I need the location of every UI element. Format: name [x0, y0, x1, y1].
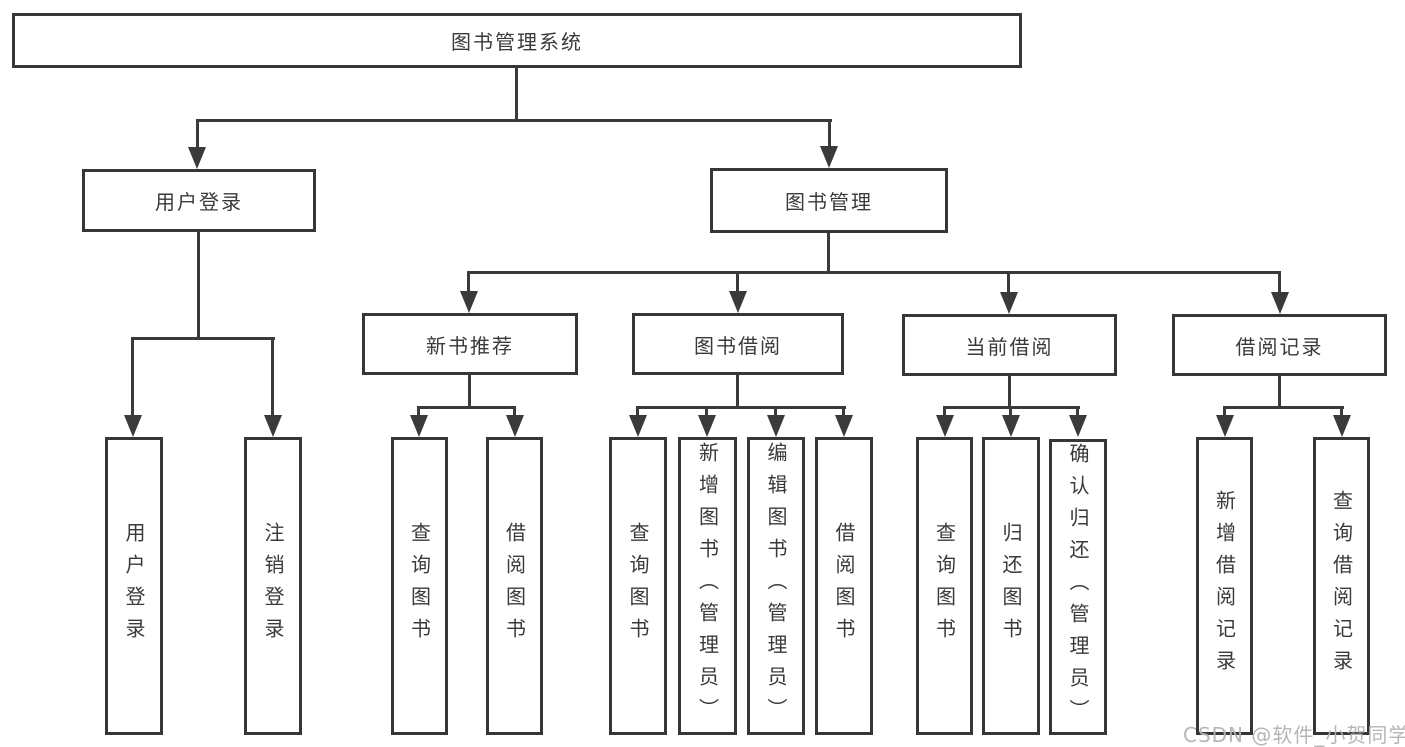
- arrowhead-down: [460, 291, 478, 313]
- node-current-borrowing: 当前借阅: [902, 314, 1117, 376]
- leaf-add-books-admin: 新增图书（管理员）: [678, 437, 737, 735]
- node-label: 当前借阅: [965, 334, 1054, 359]
- arrowhead-down: [936, 415, 954, 437]
- connector-line: [196, 119, 832, 122]
- node-book-management: 图书管理: [710, 168, 948, 233]
- connector-line: [467, 271, 1281, 274]
- arrowhead-down: [835, 415, 853, 437]
- arrowhead-down: [1333, 415, 1351, 437]
- node-label: 新书推荐: [426, 333, 514, 358]
- connector-line: [842, 406, 845, 415]
- node-label: 用户登录: [155, 190, 243, 214]
- leaf-query-books-current: 查询图书: [916, 437, 973, 735]
- node-user-login: 用户登录: [82, 169, 316, 232]
- leaf-query-borrow-record: 查询借阅记录: [1313, 437, 1370, 735]
- connector-line: [513, 406, 516, 415]
- arrowhead-down: [1069, 415, 1087, 437]
- node-label: 图书借阅: [694, 333, 782, 358]
- connector-line: [131, 337, 134, 415]
- node-label: 编辑图书（管理员）: [764, 442, 788, 730]
- connector-line: [1007, 271, 1010, 292]
- arrowhead-down: [1000, 292, 1018, 314]
- connector-line: [271, 337, 274, 415]
- arrowhead-down: [124, 415, 142, 437]
- node-label: 归还图书: [999, 522, 1023, 650]
- arrowhead-down: [1271, 292, 1289, 314]
- connector-line: [417, 406, 516, 409]
- node-borrowing-records: 借阅记录: [1172, 314, 1387, 376]
- node-label: 新增借阅记录: [1212, 490, 1237, 682]
- leaf-borrow-books-recommend: 借阅图书: [486, 437, 543, 735]
- connector-line: [774, 406, 777, 415]
- leaf-add-borrow-record: 新增借阅记录: [1196, 437, 1253, 735]
- leaf-user-login: 用户登录: [105, 437, 163, 735]
- leaf-query-books-recommend: 查询图书: [391, 437, 448, 735]
- arrowhead-down: [1216, 415, 1234, 437]
- node-label: 确认归还（管理员）: [1066, 443, 1090, 731]
- arrowhead-down: [629, 415, 647, 437]
- csdn-watermark: CSDN @软件_小贺同学: [1183, 723, 1405, 747]
- node-label: 注销登录: [261, 522, 285, 650]
- arrowhead-down: [264, 415, 282, 437]
- connector-line: [196, 119, 199, 147]
- connector-line: [1278, 376, 1281, 406]
- connector-line: [1278, 271, 1281, 292]
- leaf-edit-books-admin: 编辑图书（管理员）: [747, 437, 805, 735]
- leaf-borrow-books-borrowing: 借阅图书: [815, 437, 873, 735]
- leaf-logout-login: 注销登录: [244, 437, 302, 735]
- connector-line: [1076, 406, 1079, 415]
- connector-line: [197, 232, 200, 337]
- connector-line: [1223, 406, 1344, 409]
- connector-line: [827, 233, 830, 271]
- node-label: 查询借阅记录: [1329, 490, 1354, 682]
- arrowhead-down: [410, 415, 428, 437]
- node-new-book-recommend: 新书推荐: [362, 313, 578, 375]
- connector-line: [1223, 406, 1226, 415]
- node-library-system: 图书管理系统: [12, 13, 1022, 68]
- leaf-confirm-return-admin: 确认归还（管理员）: [1049, 439, 1107, 735]
- node-label: 用户登录: [122, 522, 146, 650]
- leaf-return-books: 归还图书: [982, 437, 1040, 735]
- node-label: 查询图书: [626, 522, 650, 650]
- connector-line: [417, 406, 420, 415]
- connector-line: [736, 375, 739, 406]
- connector-line: [705, 406, 708, 415]
- node-label: 新增图书（管理员）: [695, 442, 720, 730]
- connector-line: [636, 406, 846, 409]
- node-label: 查询图书: [407, 522, 432, 650]
- arrowhead-down: [1002, 415, 1020, 437]
- connector-line: [828, 119, 831, 146]
- arrowhead-down: [188, 147, 206, 169]
- arrowhead-down: [820, 146, 838, 168]
- connector-line: [515, 68, 518, 119]
- arrowhead-down: [698, 415, 716, 437]
- connector-line: [943, 406, 946, 415]
- connector-line: [467, 271, 470, 291]
- connector-line: [636, 406, 639, 415]
- node-label: 图书管理: [785, 190, 873, 214]
- node-label: 借阅图书: [832, 522, 856, 650]
- connector-line: [468, 375, 471, 406]
- arrowhead-down: [729, 291, 747, 313]
- node-label: 借阅图书: [502, 522, 527, 650]
- leaf-query-books-borrowing: 查询图书: [609, 437, 667, 735]
- connector-line: [1340, 406, 1343, 415]
- connector-line: [736, 271, 739, 291]
- arrowhead-down: [506, 415, 524, 437]
- node-label: 查询图书: [932, 522, 957, 650]
- connector-line: [1009, 406, 1012, 415]
- arrowhead-down: [767, 415, 785, 437]
- node-label: 图书管理系统: [451, 30, 583, 54]
- node-book-borrowing: 图书借阅: [632, 313, 844, 375]
- connector-line: [131, 337, 275, 340]
- node-label: 借阅记录: [1235, 334, 1324, 359]
- connector-line: [1008, 376, 1011, 406]
